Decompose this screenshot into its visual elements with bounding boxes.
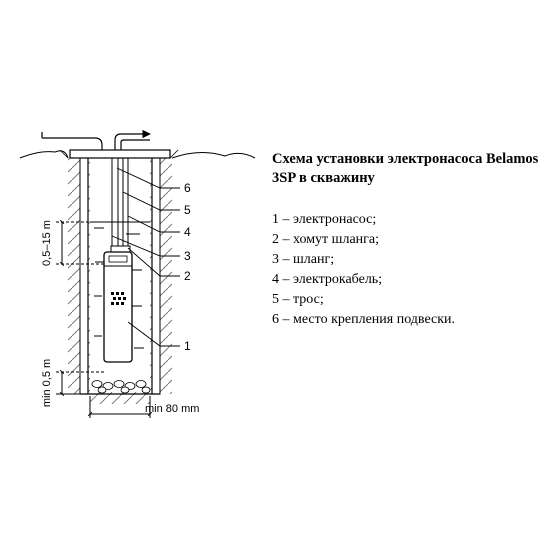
legend-item: 6 – место крепления подвески. — [272, 312, 456, 327]
pump — [103, 251, 133, 363]
callout-6: 6 — [184, 181, 191, 195]
caption: Схема установки электронасоса Belamos 3S… — [272, 150, 542, 330]
bottom-clearance-label: min 0,5 m — [41, 359, 53, 407]
callout-2: 2 — [184, 269, 191, 283]
callout-4: 4 — [184, 225, 191, 239]
legend-list: 1 – электронасос; 2 – хомут шланга; 3 – … — [272, 210, 542, 330]
depth-dimension-label: 0,5–15 m — [41, 220, 53, 266]
diameter-dimension-label: min 80 mm — [145, 403, 199, 415]
callout-leaders — [111, 167, 180, 347]
caption-title: Схема установки электронасоса Belamos 3S… — [272, 151, 539, 186]
well-cap — [69, 149, 171, 159]
surface-lines — [41, 129, 151, 150]
callout-3: 3 — [184, 249, 191, 263]
legend-item: 1 – электронасос; — [272, 212, 377, 227]
callout-5: 5 — [184, 203, 191, 217]
hose-cable-rope — [110, 158, 131, 253]
legend-item: 4 – электрокабель; — [272, 272, 383, 287]
legend-item: 2 – хомут шланга; — [272, 232, 379, 247]
callout-1: 1 — [184, 339, 191, 353]
legend-item: 3 – шланг; — [272, 252, 335, 267]
ground — [19, 149, 256, 404]
dimensions — [56, 219, 153, 418]
legend-item: 5 – трос; — [272, 292, 324, 307]
gravel — [91, 380, 151, 394]
